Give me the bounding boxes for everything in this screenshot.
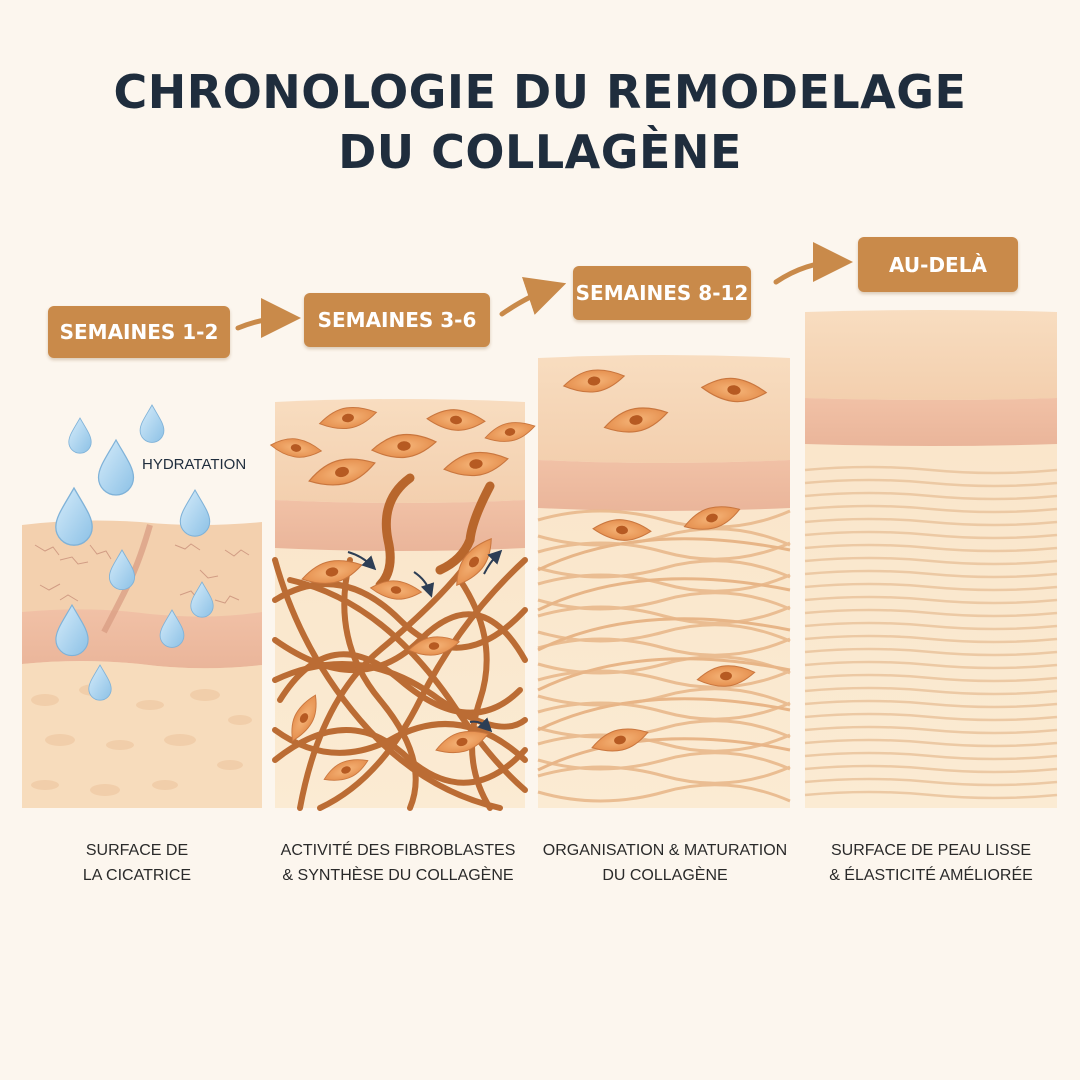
water-drop-icon [140,405,164,442]
panel-fibroblast-activity [269,399,536,808]
arrow-right-icon [502,288,552,314]
stage-badge-beyond: AU-DELÀ [858,237,1018,292]
water-drop-icon [99,440,134,495]
water-drop-icon [180,490,209,536]
stage-caption-3: ORGANISATION & MATURATION DU COLLAGÈNE [530,838,800,888]
panel-collagen-organisation [538,355,790,808]
stage-badge-weeks-8-12: SEMAINES 8-12 [573,266,751,320]
stage-caption-1: SURFACE DE LA CICATRICE [2,838,272,888]
panel-smooth-skin [805,310,1057,808]
arrow-right-icon [238,318,286,328]
stage-badge-weeks-1-2: SEMAINES 1-2 [48,306,230,358]
arrow-right-icon [776,262,838,282]
water-drop-icon [56,488,92,545]
hydration-label: HYDRATATION [142,456,246,473]
stage-badge-weeks-3-6: SEMAINES 3-6 [304,293,490,347]
stage-caption-4: SURFACE DE PEAU LISSE & ÉLASTICITÉ AMÉLI… [796,838,1066,888]
stage-caption-2: ACTIVITÉ DES FIBROBLASTES & SYNTHÈSE DU … [263,838,533,888]
water-drop-icon [69,418,91,453]
